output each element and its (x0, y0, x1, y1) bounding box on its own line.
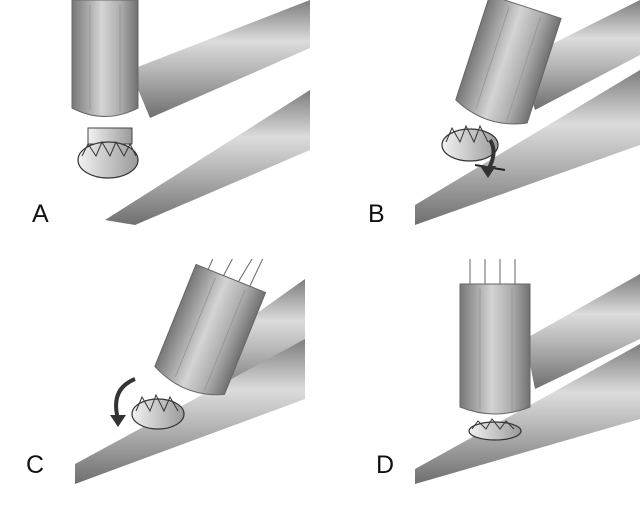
rotation-arrow (114, 377, 136, 420)
sleeve (71, 0, 139, 117)
panel-a: A (0, 0, 320, 259)
panel-b-illustration (415, 0, 640, 225)
panel-b: B (320, 0, 640, 259)
lower-tube (105, 90, 310, 225)
upper-tube (130, 0, 310, 118)
upper-tube (520, 0, 640, 110)
lower-tube (415, 70, 640, 225)
lower-tube (415, 344, 640, 484)
lower-tube (75, 339, 305, 484)
sleeve (459, 283, 531, 415)
sleeve (154, 263, 267, 396)
adjuster-knob (468, 418, 522, 441)
adjuster-knob (131, 393, 185, 430)
panel-label-d: D (376, 451, 395, 479)
panel-d: D (320, 259, 640, 518)
panel-label-b: B (368, 200, 385, 228)
upper-tube (525, 274, 640, 389)
adjuster-knob (77, 127, 139, 179)
panel-c-illustration (75, 259, 305, 484)
sleeve (455, 0, 562, 125)
panel-c: C (0, 259, 320, 518)
panel-label-c: C (26, 451, 45, 479)
panel-d-illustration (415, 259, 640, 484)
adjuster-knob (441, 124, 499, 162)
panel-label-a: A (32, 200, 49, 228)
panel-a-illustration (71, 0, 310, 225)
